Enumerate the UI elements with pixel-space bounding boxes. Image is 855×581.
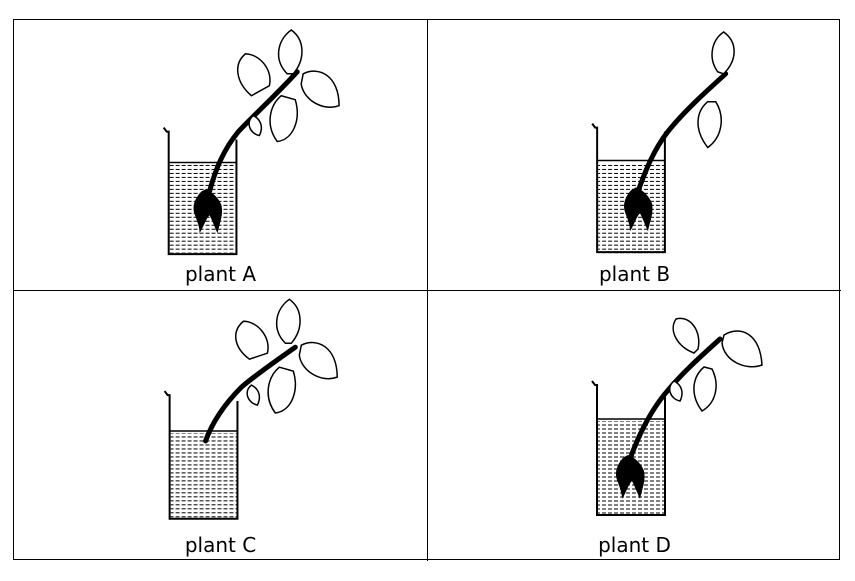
stem bbox=[207, 69, 300, 194]
beaker bbox=[591, 123, 666, 254]
plant-d-label: plant D bbox=[598, 533, 671, 557]
stem bbox=[635, 71, 729, 194]
roots bbox=[624, 187, 653, 232]
plant-c-label: plant C bbox=[184, 533, 257, 557]
roots bbox=[193, 189, 223, 234]
plant-a-illustration bbox=[162, 29, 340, 256]
stem bbox=[627, 336, 723, 462]
beaker bbox=[163, 390, 239, 520]
plant-panel-grid: plant A plant B bbox=[13, 19, 841, 561]
plant-b-label: plant B bbox=[598, 262, 671, 286]
leaves bbox=[235, 298, 338, 414]
plant-d-illustration bbox=[591, 317, 763, 516]
panel-plant-d: plant D bbox=[428, 291, 841, 561]
plant-a-label: plant A bbox=[184, 262, 257, 286]
beaker bbox=[591, 380, 666, 516]
leaves bbox=[237, 29, 340, 143]
leaves bbox=[669, 317, 763, 412]
leaves bbox=[697, 31, 735, 149]
plant-c-illustration bbox=[163, 298, 338, 520]
stem bbox=[203, 344, 298, 444]
plant-b-illustration bbox=[591, 31, 735, 254]
panel-plant-a: plant A bbox=[14, 20, 428, 291]
panel-plant-b: plant B bbox=[428, 20, 841, 291]
panel-plant-c: plant C bbox=[14, 291, 428, 561]
roots bbox=[615, 455, 645, 499]
